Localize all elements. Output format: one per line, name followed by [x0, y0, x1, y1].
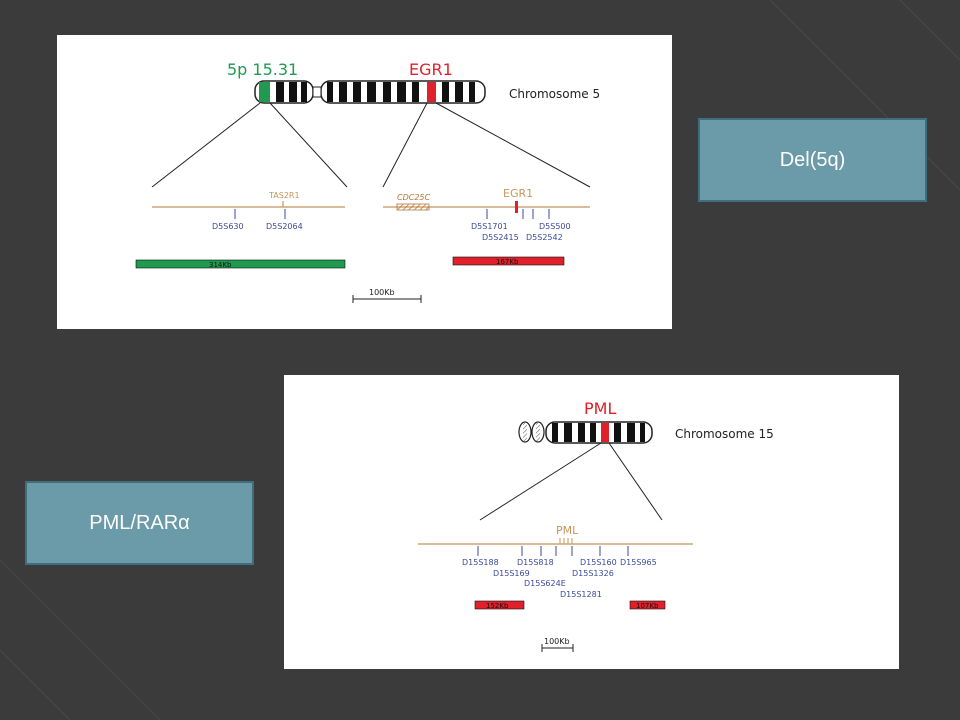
right-deletion-bar [629, 600, 666, 610]
del5q-label-box: Del(5q) [698, 118, 927, 202]
marker-d15s624e: D15S624E [524, 579, 566, 588]
left-bar-label: 152Kb [486, 602, 509, 610]
marker-d15s818: D15S818 [517, 558, 554, 567]
cdc25c-label: CDC25C [397, 193, 431, 202]
egr1-gene-mark [515, 201, 518, 213]
chromosome-5-label: Chromosome 5 [509, 87, 600, 101]
scale-bar [352, 295, 422, 303]
scale-bar-label: 100Kb [544, 637, 570, 646]
pml-rara-label: PML/RARα [89, 511, 190, 534]
marker-d5s2415: D5S2415 [482, 233, 519, 242]
green-bar-label: 314Kb [209, 261, 232, 269]
marker-d15s160: D15S160 [580, 558, 617, 567]
scale-bar [541, 644, 574, 652]
chromosome-5-ideogram [254, 80, 486, 104]
pml-gene-label: PML [556, 524, 579, 537]
tas2r1-label: TAS2R1 [268, 191, 300, 200]
marker-d5s2064: D5S2064 [266, 222, 303, 231]
chromosome-15-diagram: PML Chromosome 15 [284, 375, 899, 669]
cdc25c-box [396, 203, 430, 211]
del5q-label: Del(5q) [779, 148, 846, 171]
scale-bar-label: 100Kb [369, 288, 395, 297]
egr1-gene-label: EGR1 [503, 187, 533, 200]
zoom-lines [479, 442, 663, 521]
marker-ticks [477, 546, 629, 556]
right-bar-label: 107Kb [636, 602, 659, 610]
band-label-5p15: 5p 15.31 [227, 60, 298, 79]
marker-d15s965: D15S965 [620, 558, 657, 567]
chromosome-5-diagram: 5p 15.31 EGR1 Chromosome 5 [57, 35, 672, 329]
marker-d15s188: D15S188 [462, 558, 499, 567]
pml-label: PML [584, 399, 616, 418]
zoom-lines [151, 102, 591, 188]
marker-d5s1701: D5S1701 [471, 222, 508, 231]
marker-d15s1326: D15S1326 [572, 569, 614, 578]
marker-d5s630: D5S630 [212, 222, 244, 231]
red-deletion-bar [452, 256, 565, 266]
chromosome-15-ideogram [518, 421, 653, 444]
marker-d5s2542: D5S2542 [526, 233, 563, 242]
chromosome-15-label: Chromosome 15 [675, 427, 774, 441]
egr1-label: EGR1 [409, 60, 453, 79]
red-bar-label: 167Kb [496, 258, 519, 266]
marker-d5s500: D5S500 [539, 222, 571, 231]
pml-rara-label-box: PML/RARα [25, 481, 254, 565]
left-deletion-bar [474, 600, 525, 610]
marker-d15s1281: D15S1281 [560, 590, 602, 599]
marker-d15s169: D15S169 [493, 569, 530, 578]
green-deletion-bar [135, 259, 346, 269]
pml-gene-exons [559, 538, 573, 544]
